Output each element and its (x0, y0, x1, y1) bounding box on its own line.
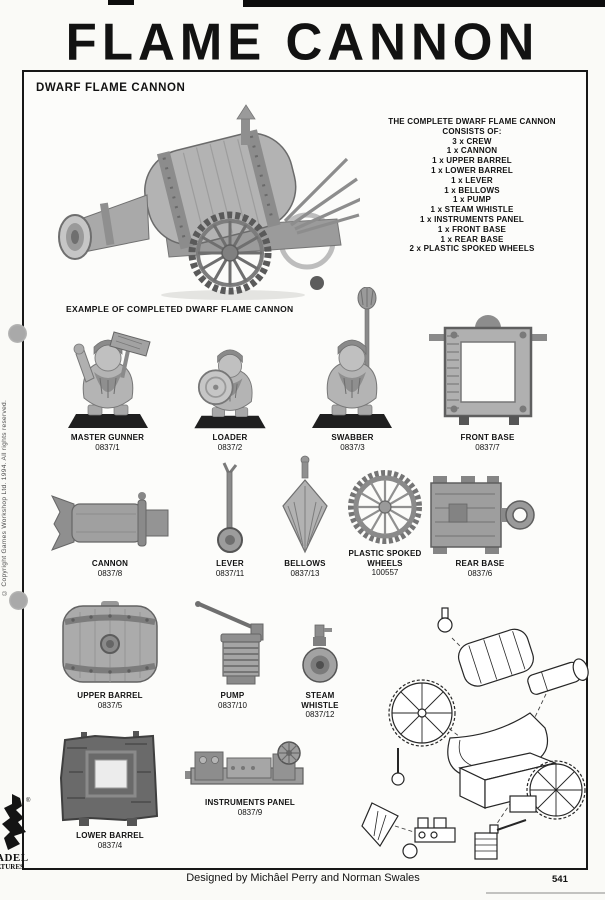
part-name: BELLOWS (284, 559, 326, 568)
part-code: 0837/10 (218, 700, 247, 710)
part-front-base: FRONT BASE 0837/7 (425, 312, 550, 452)
part-name: FRONT BASE (460, 433, 515, 442)
part-master-gunner: MASTER GUNNER 0837/1 (55, 320, 160, 452)
contents-item: 1 x INSTRUMENTS PANEL (419, 214, 525, 224)
pump-photo (195, 601, 264, 685)
part-code: 0837/11 (215, 568, 245, 578)
part-code: 0837/7 (475, 442, 500, 452)
registered-mark: ® (26, 798, 31, 804)
part-code: 0837/9 (237, 807, 263, 817)
part-name: LOWER BARREL (76, 831, 144, 840)
part-lower-barrel: LOWER BARREL 0837/4 (55, 728, 165, 850)
part-swabber: SWABBER 0837/3 (305, 287, 400, 452)
section-title: DWARF FLAME CANNON (36, 82, 186, 94)
bellows-photo (282, 455, 328, 554)
instruments-panel-photo (185, 741, 304, 785)
citadel-figure-icon (2, 794, 26, 850)
contents-item: 1 x LEVER (451, 175, 493, 185)
part-name: MASTER GUNNER (70, 433, 145, 442)
cannon-photo (50, 492, 169, 551)
part-name: LEVER (216, 559, 244, 568)
part-instruments-panel: INSTRUMENTS PANEL 0837/9 (185, 740, 315, 817)
front-base-photo (429, 315, 547, 425)
page-title: FLAME CANNON (65, 12, 540, 71)
designer-credit: Designed by Michâel Perry and Norman Swa… (186, 872, 420, 884)
scan-edge-mark (108, 0, 134, 5)
part-spoked-wheels: PLASTIC SPOKED WHEELS 100557 (345, 468, 425, 578)
part-code: 0837/8 (97, 568, 123, 578)
page-number: 541 (552, 874, 568, 885)
copyright-vertical-text: © Copyright Games Workshop Ltd. 1994. Al… (1, 399, 8, 596)
part-code: 0837/5 (97, 700, 123, 710)
contents-item: 3 x CREW (452, 136, 492, 146)
spoked-wheel-photo (348, 470, 422, 544)
part-upper-barrel: UPPER BARREL 0837/5 (55, 600, 165, 710)
contents-item: 1 x CANNON (446, 146, 498, 156)
scan-edge-bar (243, 0, 605, 7)
part-name: PLASTIC SPOKED WHEELS (348, 549, 422, 568)
lever-photo (217, 462, 243, 553)
contents-list: THE COMPLETE DWARF FLAME CANNON CONSISTS… (358, 117, 586, 254)
logo-text-fragment-1: ADEL (0, 852, 29, 864)
swabber-photo (311, 287, 393, 429)
part-name: SWABBER (331, 433, 374, 442)
master-gunner-photo (67, 331, 151, 429)
part-pump: PUMP 0837/10 (185, 598, 280, 710)
part-bellows: BELLOWS 0837/13 (270, 454, 340, 578)
steam-whistle-photo (302, 624, 338, 683)
part-name: REAR BASE (455, 559, 505, 568)
lower-barrel-photo (59, 731, 159, 826)
contents-item: 1 x PUMP (452, 195, 492, 205)
contents-title-line1: THE COMPLETE DWARF FLAME CANNON (388, 117, 556, 126)
part-name: PUMP (220, 691, 245, 700)
contents-title-line2: CONSISTS OF: (442, 126, 502, 136)
part-loader: LOADER 0837/2 (180, 332, 280, 452)
example-caption: EXAMPLE OF COMPLETED DWARF FLAME CANNON (66, 304, 294, 314)
loader-photo (193, 349, 267, 429)
exploded-assembly-diagram (361, 607, 589, 860)
contents-item: 1 x UPPER BARREL (432, 156, 512, 166)
completed-cannon-photo (58, 104, 360, 300)
part-code: 0837/1 (95, 442, 120, 452)
contents-item: 2 x PLASTIC SPOKED WHEELS (409, 244, 535, 254)
part-code: 0837/2 (217, 442, 243, 452)
punch-hole-top (8, 324, 27, 343)
part-name: CANNON (91, 559, 129, 568)
contents-item: 1 x BELLOWS (444, 185, 500, 195)
contents-item: 1 x FRONT BASE (437, 224, 507, 234)
part-code: 0837/4 (97, 840, 123, 850)
contents-item: 1 x STEAM WHISTLE (430, 205, 514, 215)
contents-item: 1 x REAR BASE (440, 234, 504, 244)
part-code: 100557 (371, 568, 399, 577)
part-rear-base: REAR BASE 0837/6 (425, 474, 535, 578)
part-name: UPPER BARREL (77, 691, 143, 700)
part-steam-whistle: STEAM WHISTLE 0837/12 (290, 622, 350, 720)
logo-text-fragment-2: ATURES (0, 863, 24, 871)
upper-barrel-photo (62, 601, 158, 683)
punch-hole-bottom (9, 591, 28, 610)
scan-artifact-line (486, 892, 605, 894)
part-code: 0837/12 (305, 710, 335, 719)
part-lever: LEVER 0837/11 (200, 458, 260, 578)
part-name: LOADER (212, 433, 248, 442)
part-code: 0837/13 (290, 568, 320, 578)
part-name: STEAM WHISTLE (301, 691, 339, 710)
rear-base-photo (430, 476, 535, 554)
contents-item: 1 x LOWER BARREL (431, 165, 513, 175)
part-code: 0837/3 (340, 442, 365, 452)
part-name: INSTRUMENTS PANEL (205, 798, 295, 807)
part-cannon: CANNON 0837/8 (50, 484, 170, 578)
part-code: 0837/6 (467, 568, 493, 578)
